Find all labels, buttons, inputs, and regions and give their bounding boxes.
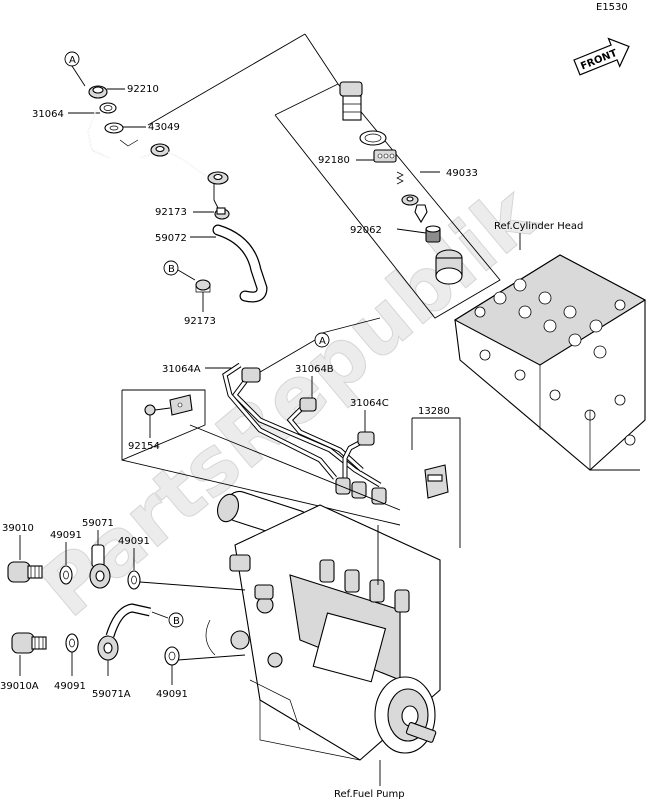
callout-b-upper: B — [163, 260, 196, 281]
banjo-bolt-39010A — [11, 632, 47, 654]
label-31064C: 31064C — [350, 398, 389, 409]
washer-49091-c — [65, 633, 79, 653]
label-59071A: 59071A — [92, 689, 131, 700]
svg-text:A: A — [69, 55, 76, 66]
o-ring — [359, 130, 387, 146]
label-49091-b: 49091 — [118, 536, 150, 547]
label-59072: 59072 — [155, 233, 187, 244]
label-43049: 43049 — [148, 122, 180, 133]
diagram-code: E1530 — [596, 2, 628, 13]
label-13280: 13280 — [418, 406, 450, 417]
label-59071: 59071 — [82, 518, 114, 529]
label-92062: 92062 — [350, 225, 382, 236]
nozzle-92062 — [425, 225, 441, 243]
push-rod — [414, 204, 428, 224]
ref-fuel-pump: Ref.Fuel Pump — [334, 789, 405, 799]
hose-59072 — [212, 224, 268, 303]
svg-text:B: B — [168, 264, 175, 275]
injection-pipes — [222, 362, 387, 505]
label-49091-c: 49091 — [54, 681, 86, 692]
banjo-59071 — [89, 544, 111, 589]
label-31064B: 31064B — [295, 364, 334, 375]
washer-49091-a — [59, 565, 73, 585]
injector-assembly-frame — [274, 83, 501, 319]
leak-off-pipe-31064 — [87, 109, 229, 213]
clip-92173-bottom — [195, 279, 211, 293]
ref-cylinder-head: Ref.Cylinder Head — [494, 221, 583, 232]
nut-92210 — [88, 85, 108, 99]
banjo-bolt-39010 — [7, 561, 43, 583]
washer-49091-b — [127, 570, 141, 590]
label-92173-top: 92173 — [155, 207, 187, 218]
washer-ring — [99, 102, 117, 114]
retaining-nut — [435, 249, 463, 285]
callout-a-top: A — [64, 51, 86, 87]
label-92210: 92210 — [127, 84, 159, 95]
washer-49091-d — [164, 646, 180, 666]
label-39010A: 39010A — [0, 681, 39, 692]
pipe-clamp — [169, 394, 193, 416]
shim-92180 — [373, 149, 397, 163]
clip-92173-top — [214, 207, 230, 220]
washer-43049 — [104, 122, 124, 134]
label-49091-d: 49091 — [156, 689, 188, 700]
cylinder-head — [453, 254, 647, 471]
label-92154: 92154 — [128, 441, 160, 452]
banjo-59071A — [97, 603, 151, 661]
label-49091-a: 49091 — [50, 530, 82, 541]
label-31064: 31064 — [32, 109, 64, 120]
label-31064A: 31064A — [162, 364, 201, 375]
clamp-13280 — [424, 464, 449, 499]
label-39010: 39010 — [2, 523, 34, 534]
front-arrow-icon: FRONT — [573, 37, 630, 76]
spring-seat — [401, 194, 419, 206]
spring — [396, 171, 404, 185]
label-92180: 92180 — [318, 155, 350, 166]
fuel-injection-pump — [205, 490, 441, 761]
svg-text:B: B — [173, 616, 180, 627]
svg-text:A: A — [319, 336, 326, 347]
callout-b-lower: B — [168, 612, 184, 628]
bolt-92154 — [144, 404, 171, 416]
label-92173-bottom: 92173 — [184, 316, 216, 327]
injector-nozzle-holder — [339, 81, 363, 121]
label-49033: 49033 — [446, 168, 478, 179]
